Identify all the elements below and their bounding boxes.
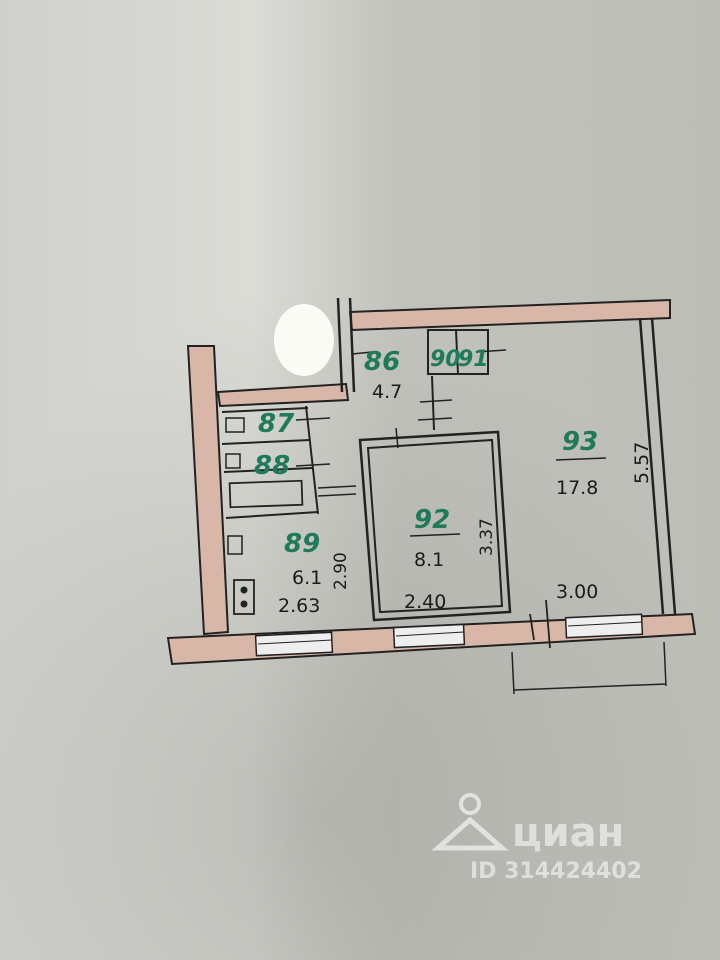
room-area-92: 8.1	[414, 549, 444, 571]
room-area-93: 17.8	[556, 477, 598, 499]
room-number-93: 93	[562, 427, 598, 457]
windows	[254, 599, 644, 657]
dim-kitchen-depth: 2.90	[331, 552, 351, 590]
watermark-listing-id: ID 314424402	[470, 859, 642, 884]
room-number-92: 92	[414, 505, 450, 535]
watermark-brand: циан	[512, 810, 624, 856]
glare-spot	[274, 304, 334, 376]
watermark: циан ID 314424402	[431, 793, 642, 884]
room-area-89: 6.1	[292, 567, 322, 589]
dim-living-depth: 5.57	[631, 442, 653, 484]
dim-bedroom-depth: 3.37	[477, 518, 497, 556]
dimension-labels: 2.63 2.90 2.40 3.37 3.00 5.57	[278, 442, 653, 617]
room-number-90: 90	[430, 347, 461, 372]
map-pin-icon	[431, 793, 509, 851]
balcony-dimension-line	[511, 641, 667, 695]
room-number-86: 86	[364, 347, 400, 377]
inner-walls	[221, 329, 512, 622]
room-labels: 86 4.7 87 88 89 6.1 90 91 92 8.1 93 17.8	[254, 347, 607, 589]
room-number-89: 89	[284, 529, 320, 559]
room-number-91: 91	[458, 347, 489, 372]
dim-kitchen-width: 2.63	[278, 595, 320, 617]
dim-bedroom-width: 2.40	[404, 591, 446, 613]
dim-living-width: 3.00	[556, 581, 598, 603]
room-area-86: 4.7	[372, 381, 402, 403]
room-number-88: 88	[254, 451, 290, 481]
room-number-87: 87	[258, 409, 295, 439]
